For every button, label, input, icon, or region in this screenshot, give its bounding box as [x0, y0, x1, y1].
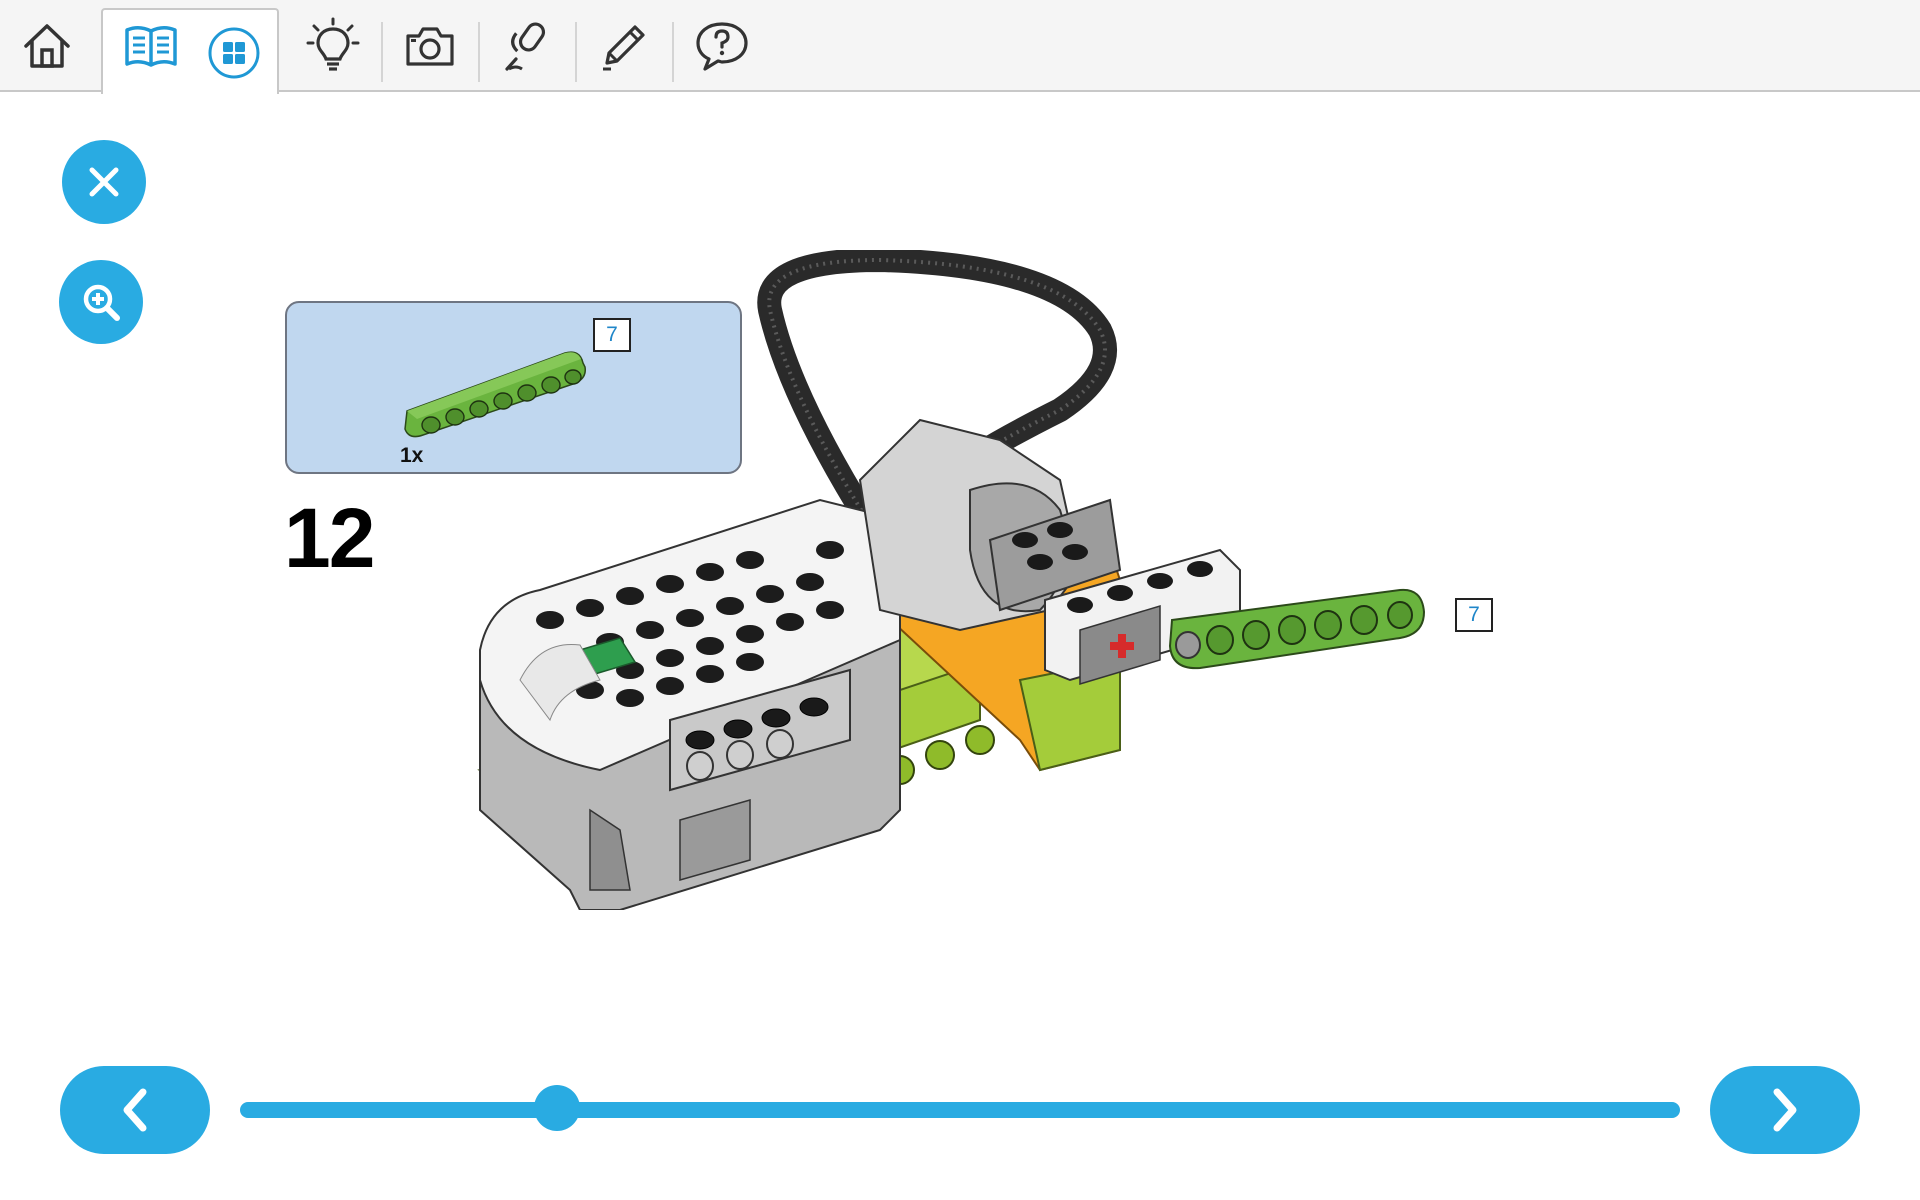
zoom-in-icon — [83, 284, 120, 321]
camera-icon — [406, 27, 454, 66]
help-icon — [696, 22, 748, 71]
part-quantity: 1x — [400, 444, 424, 467]
lightbulb-icon — [306, 17, 360, 71]
slider-thumb[interactable] — [533, 1085, 580, 1131]
building-instructions-button[interactable] — [118, 0, 184, 92]
pencil-icon — [603, 25, 645, 71]
model-illustration — [477, 250, 1426, 910]
step-number: 12 — [284, 491, 375, 585]
parts-needed-panel: 7 1x — [285, 301, 742, 474]
help-button[interactable] — [688, 0, 756, 92]
toolbar-divider — [381, 22, 383, 82]
record-button[interactable] — [494, 0, 560, 92]
close-button[interactable] — [62, 140, 146, 224]
book-icon — [125, 26, 177, 67]
home-button[interactable] — [14, 0, 80, 92]
toolbar-divider — [575, 22, 577, 82]
close-icon — [89, 167, 119, 197]
step-length-badge: 7 — [1455, 598, 1493, 632]
part-length-badge: 7 — [593, 318, 631, 352]
zoom-button[interactable] — [59, 260, 143, 344]
camera-button[interactable] — [397, 0, 463, 92]
home-icon — [24, 24, 70, 68]
microphone-icon — [505, 22, 546, 71]
toolbar-divider — [672, 22, 674, 82]
step-progress-slider[interactable] — [240, 1102, 1680, 1118]
next-step-button[interactable] — [1710, 1066, 1860, 1154]
notes-button[interactable] — [591, 0, 657, 92]
gallery-button[interactable] — [206, 18, 262, 88]
chevron-left-icon — [123, 1088, 147, 1132]
beam-part-illustration — [404, 351, 586, 438]
top-toolbar — [0, 0, 1920, 94]
chevron-right-icon — [1773, 1088, 1797, 1132]
grid-icon — [208, 27, 260, 79]
toolbar-divider — [478, 22, 480, 82]
previous-step-button[interactable] — [60, 1066, 210, 1154]
ideas-button[interactable] — [300, 0, 366, 92]
